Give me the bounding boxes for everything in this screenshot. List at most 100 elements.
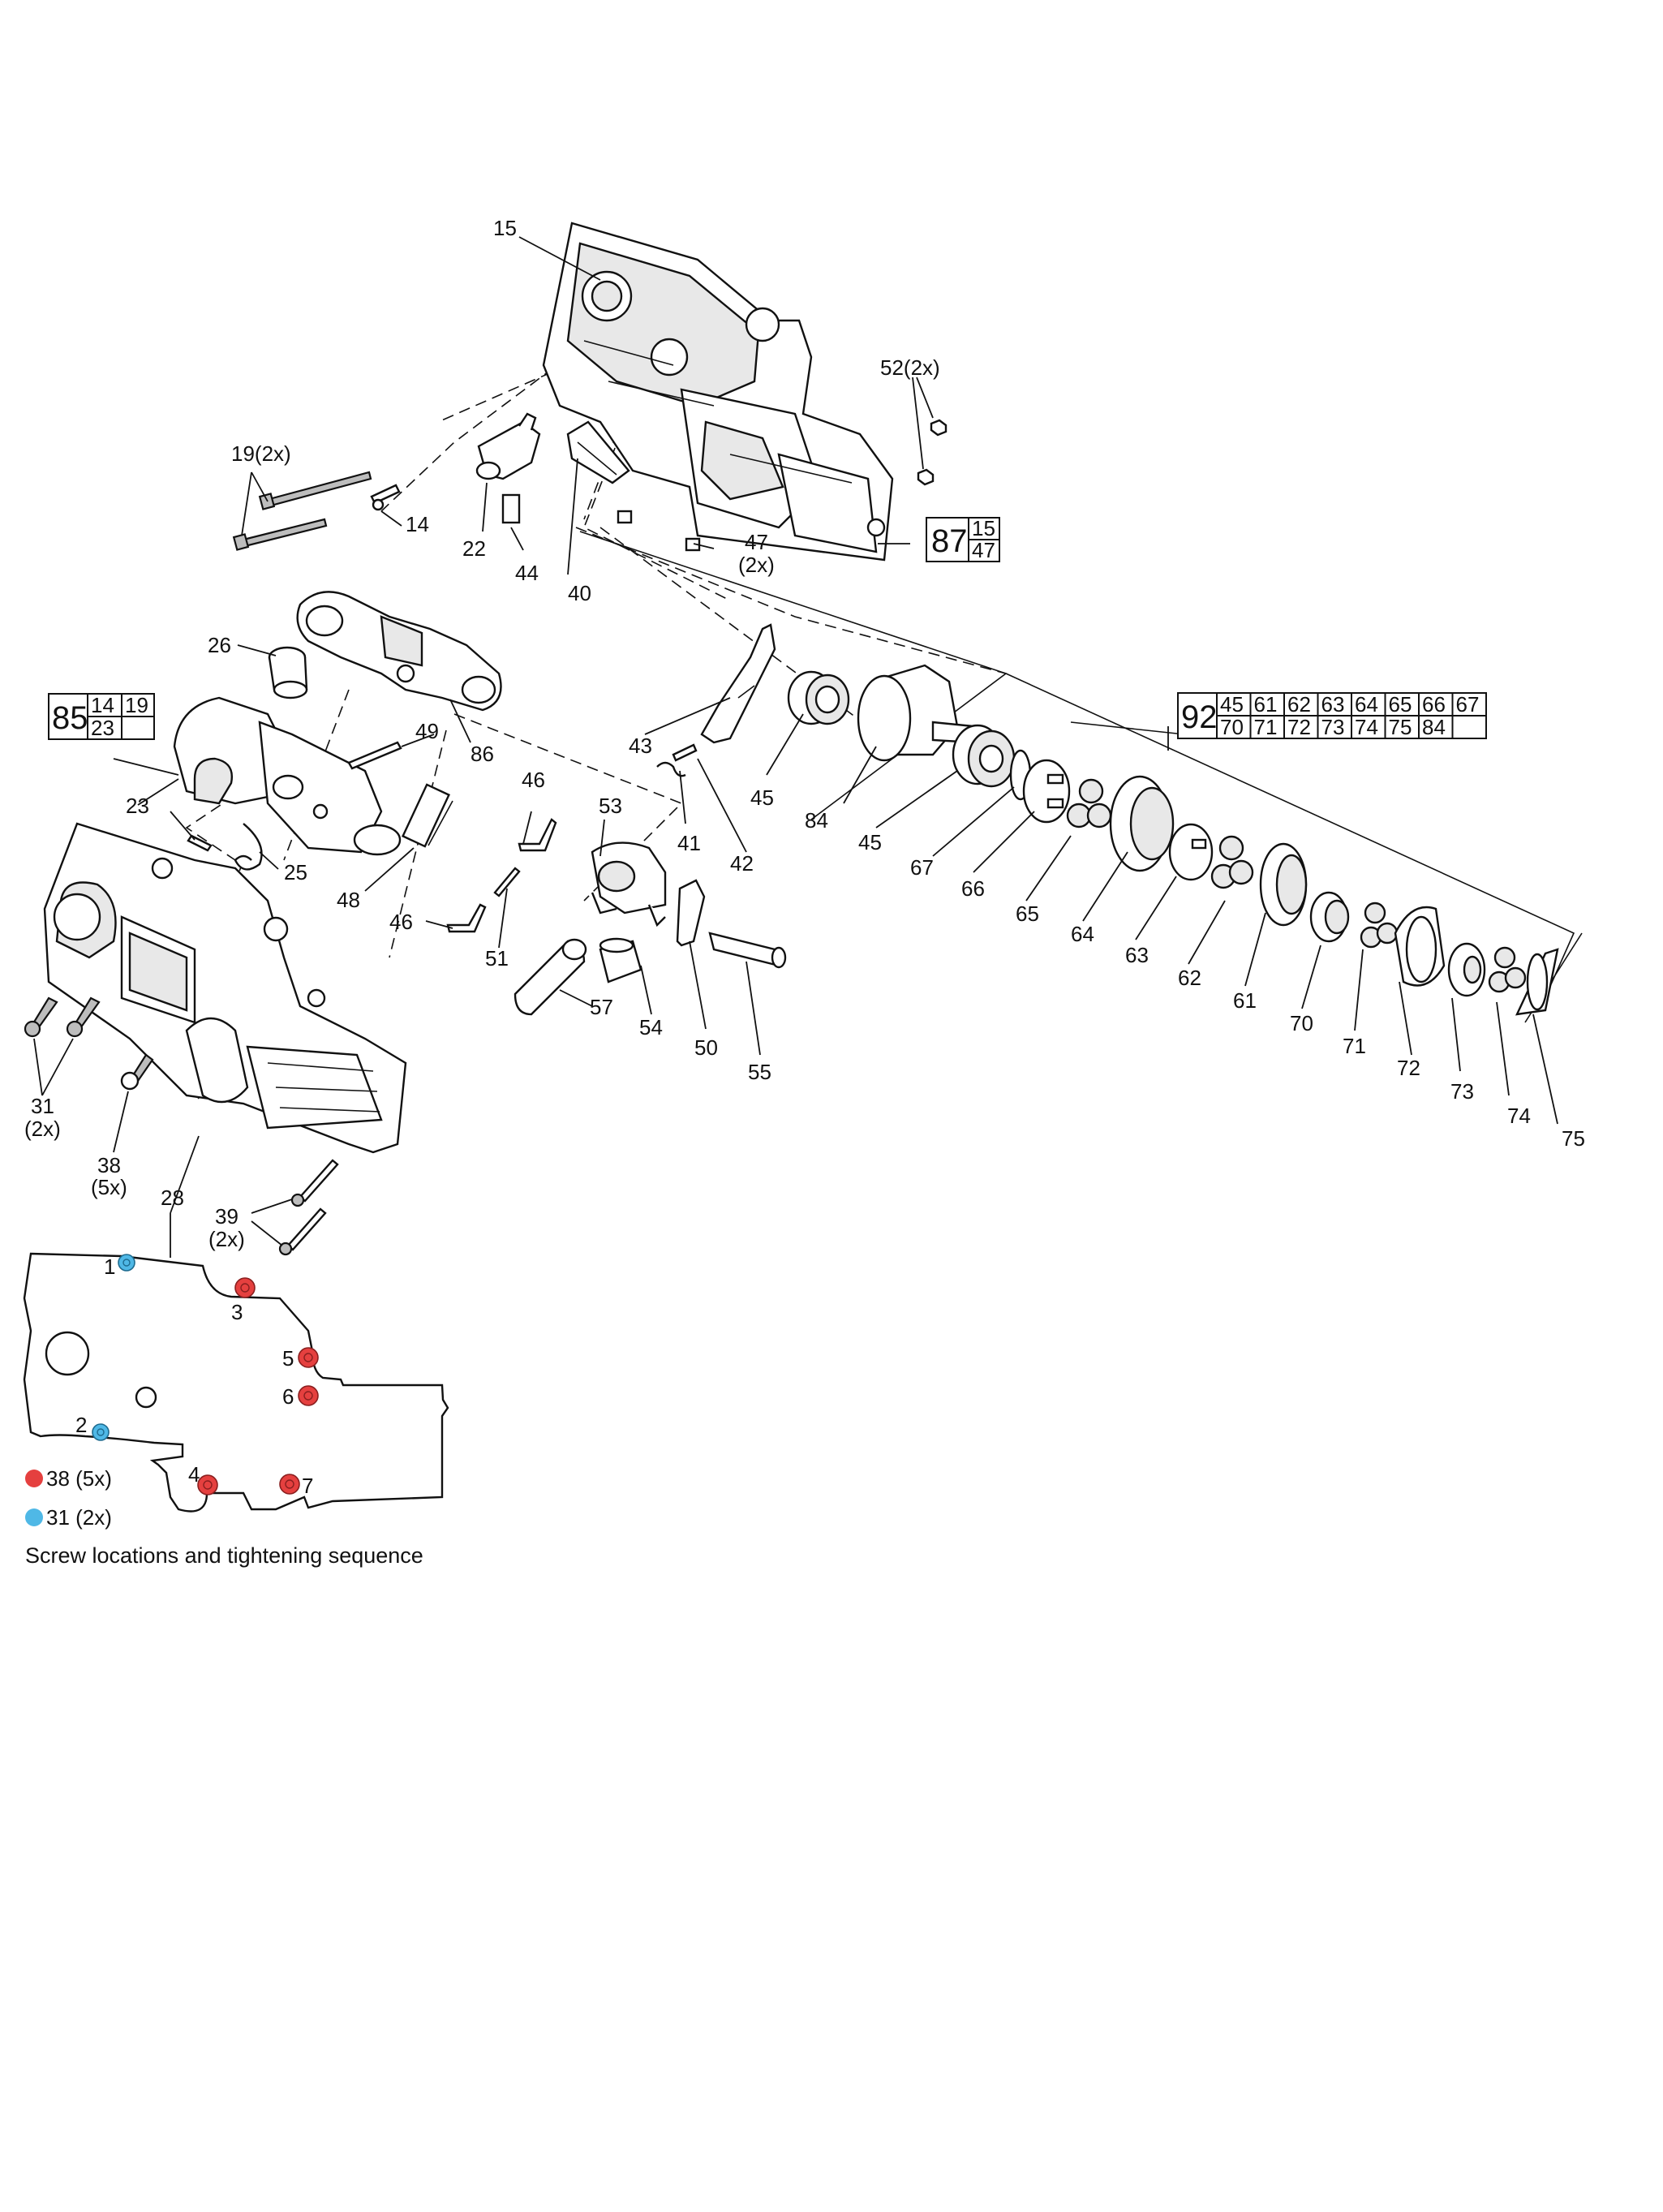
label-49: 49 <box>415 719 439 743</box>
part-46-bracket-upper <box>518 818 557 852</box>
kit-92-cell-r1c5: 64 <box>1355 692 1378 717</box>
screw-marker-6 <box>298 1385 319 1406</box>
part-62-planet-gears <box>1210 835 1254 889</box>
part-39-screws <box>278 1159 339 1256</box>
part-labels: 15 52(2x) 19(2x) 14 22 44 40 47 (2x) 26 … <box>24 216 1585 1251</box>
label-53: 53 <box>599 794 622 818</box>
label-55: 55 <box>748 1060 771 1084</box>
label-52: 52(2x) <box>880 355 940 380</box>
legend-blue-dot <box>25 1508 43 1526</box>
label-50: 50 <box>694 1035 718 1060</box>
sequence-caption: Screw locations and tightening sequence <box>25 1543 423 1568</box>
part-63-carrier <box>1168 823 1214 881</box>
label-23: 23 <box>126 794 149 818</box>
part-57-shaft <box>514 938 587 1016</box>
label-22: 22 <box>462 536 486 561</box>
part-19-long-screws <box>232 471 372 551</box>
label-25: 25 <box>284 860 307 884</box>
label-26: 26 <box>208 633 231 657</box>
label-57: 57 <box>590 995 613 1019</box>
part-72-ring <box>1394 906 1446 987</box>
label-45-left: 45 <box>750 785 774 810</box>
label-14: 14 <box>406 512 429 536</box>
label-43: 43 <box>629 734 652 758</box>
label-40: 40 <box>568 581 591 605</box>
part-49-pin <box>347 741 402 770</box>
label-74: 74 <box>1507 1104 1531 1128</box>
part-65-planet-gears <box>1066 778 1112 828</box>
kit-92-cell-r2c3: 72 <box>1287 715 1311 739</box>
screw-sequence-diagram: 1 2 3 4 5 6 7 38 (5x) 31 (2x) Screw loca… <box>23 1252 449 1568</box>
kit-92-cell-r1c2: 61 <box>1254 692 1278 717</box>
kit-87-id: 87 <box>931 523 968 559</box>
part-42-pin <box>672 743 698 762</box>
label-51: 51 <box>485 946 509 970</box>
kit-87-part-b: 47 <box>972 538 995 562</box>
kit-92-cell-r1c8: 67 <box>1456 692 1480 717</box>
part-74-planet-gears <box>1488 946 1527 993</box>
label-67: 67 <box>910 855 934 880</box>
kit-92-cell-r1c1: 45 <box>1220 692 1244 717</box>
part-50-key <box>676 879 706 947</box>
part-25-spring-clip <box>234 823 263 871</box>
label-48: 48 <box>337 888 360 912</box>
kit-85-r1c1: 14 <box>91 693 114 717</box>
label-19: 19(2x) <box>231 441 291 466</box>
kit-92-cell-r1c3: 62 <box>1287 692 1311 717</box>
sequence-step-4: 4 <box>188 1462 200 1487</box>
label-86: 86 <box>471 742 494 766</box>
screw-marker-2 <box>92 1423 110 1441</box>
part-43-lever <box>700 623 776 744</box>
label-31: 31 <box>31 1094 54 1118</box>
label-72: 72 <box>1397 1056 1420 1080</box>
label-47: 47 <box>745 530 768 554</box>
label-64: 64 <box>1071 922 1094 946</box>
label-44: 44 <box>515 561 539 585</box>
part-45-bearing-left <box>787 670 850 725</box>
sequence-step-7: 7 <box>302 1474 313 1498</box>
part-31-screws <box>24 996 101 1038</box>
sequence-step-3: 3 <box>231 1300 243 1324</box>
part-85-gearbox <box>173 696 402 856</box>
label-70: 70 <box>1290 1011 1313 1035</box>
part-52-nuts <box>917 419 948 486</box>
kit-85-r2c1: 23 <box>91 716 114 740</box>
label-47-qty: (2x) <box>738 553 775 577</box>
sequence-step-1: 1 <box>104 1254 115 1279</box>
part-22-knob <box>475 412 541 480</box>
part-73-carrier <box>1447 942 1486 997</box>
label-84: 84 <box>805 808 828 833</box>
part-41-spring <box>656 761 686 777</box>
part-38-screw <box>120 1053 154 1091</box>
label-39: 39 <box>215 1204 238 1229</box>
screw-marker-7 <box>279 1474 300 1495</box>
label-54: 54 <box>639 1015 663 1039</box>
label-38: 38 <box>97 1153 121 1177</box>
label-41: 41 <box>677 831 701 855</box>
kit-92-cell-r1c6: 65 <box>1389 692 1412 717</box>
part-53-cam <box>591 841 667 927</box>
label-63: 63 <box>1125 943 1149 967</box>
part-47-blocks <box>617 510 701 552</box>
kit-92-cell-r2c6: 75 <box>1389 715 1412 739</box>
label-46-upper: 46 <box>522 768 545 792</box>
screw-marker-1 <box>118 1254 135 1272</box>
part-40-latch <box>566 420 630 484</box>
kit-92-cell-r2c2: 71 <box>1254 715 1278 739</box>
leader-lines <box>33 236 1558 1258</box>
kit-92-cell-r1c7: 66 <box>1422 692 1446 717</box>
part-44-spring <box>501 493 521 524</box>
part-51-pin <box>493 867 521 897</box>
label-62: 62 <box>1178 966 1201 990</box>
label-65: 65 <box>1016 902 1039 926</box>
screw-marker-3 <box>234 1277 256 1298</box>
label-28: 28 <box>161 1186 184 1210</box>
label-31-qty: (2x) <box>24 1117 61 1141</box>
kit-92-cell-r2c1: 70 <box>1220 715 1244 739</box>
kit-92-cell-r2c7: 84 <box>1422 715 1446 739</box>
kit-85-id: 85 <box>52 700 88 736</box>
part-54-sleeve <box>599 937 642 983</box>
legend-red-label: 38 (5x) <box>46 1466 112 1491</box>
